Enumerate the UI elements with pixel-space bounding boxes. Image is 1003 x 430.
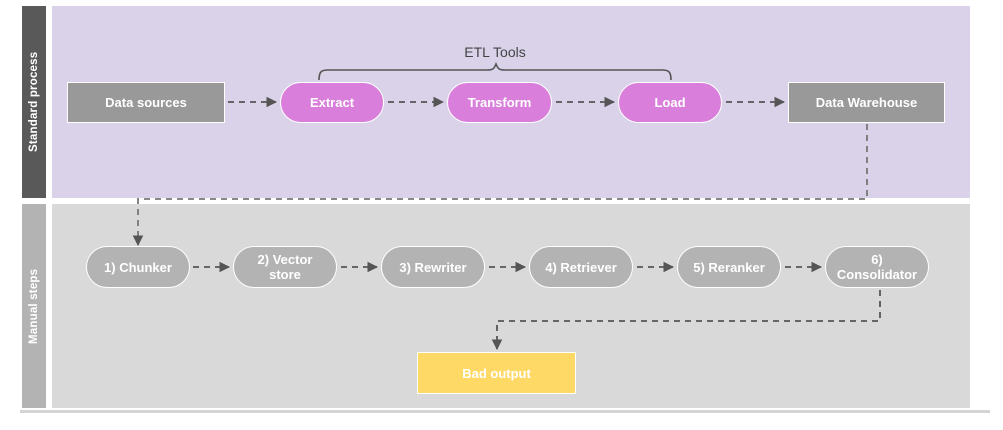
node-vector-store-label-line2: store <box>269 267 301 282</box>
node-transform[interactable]: Transform <box>447 82 552 123</box>
node-data-sources[interactable]: Data sources <box>67 82 225 123</box>
node-reranker-label: 5) Reranker <box>693 259 765 275</box>
node-bad-output-label: Bad output <box>462 365 531 381</box>
node-rewriter-label: 3) Rewriter <box>399 259 467 275</box>
node-consolidator[interactable]: 6) Consolidator <box>825 246 929 288</box>
node-load-label: Load <box>654 95 686 110</box>
node-extract-label: Extract <box>309 95 355 110</box>
node-consolidator-label-line2: Consolidator <box>836 267 918 282</box>
node-consolidator-label-line1: 6) <box>871 252 883 267</box>
node-extract[interactable]: Extract <box>280 82 384 123</box>
node-data-warehouse-label: Data Warehouse <box>815 95 918 110</box>
node-reranker[interactable]: 5) Reranker <box>677 246 781 288</box>
lane-label-standard-process: Standard process <box>22 6 46 198</box>
node-rewriter[interactable]: 3) Rewriter <box>381 246 485 288</box>
node-bad-output[interactable]: Bad output <box>417 352 576 394</box>
etl-tools-label: ETL Tools <box>464 44 526 60</box>
node-vector-store[interactable]: 2) Vector store <box>233 246 337 288</box>
lane-label-manual-steps: Manual steps <box>22 204 46 408</box>
node-vector-store-label-line1: 2) Vector <box>257 252 313 267</box>
node-chunker-label: 1) Chunker <box>104 259 172 275</box>
node-chunker[interactable]: 1) Chunker <box>86 246 190 288</box>
node-retriever[interactable]: 4) Retriever <box>529 246 633 288</box>
node-retriever-label: 4) Retriever <box>545 259 617 275</box>
node-transform-label: Transform <box>467 95 532 110</box>
node-vector-store-label: 2) Vector store <box>258 252 313 282</box>
node-consolidator-label: 6) Consolidator <box>837 252 917 282</box>
node-load[interactable]: Load <box>618 82 722 123</box>
node-data-warehouse[interactable]: Data Warehouse <box>788 82 945 123</box>
lane-label-manual-steps-text: Manual steps <box>28 268 40 344</box>
lane-label-standard-process-text: Standard process <box>28 51 40 153</box>
bottom-divider <box>20 410 990 413</box>
node-data-sources-label: Data sources <box>105 95 187 110</box>
